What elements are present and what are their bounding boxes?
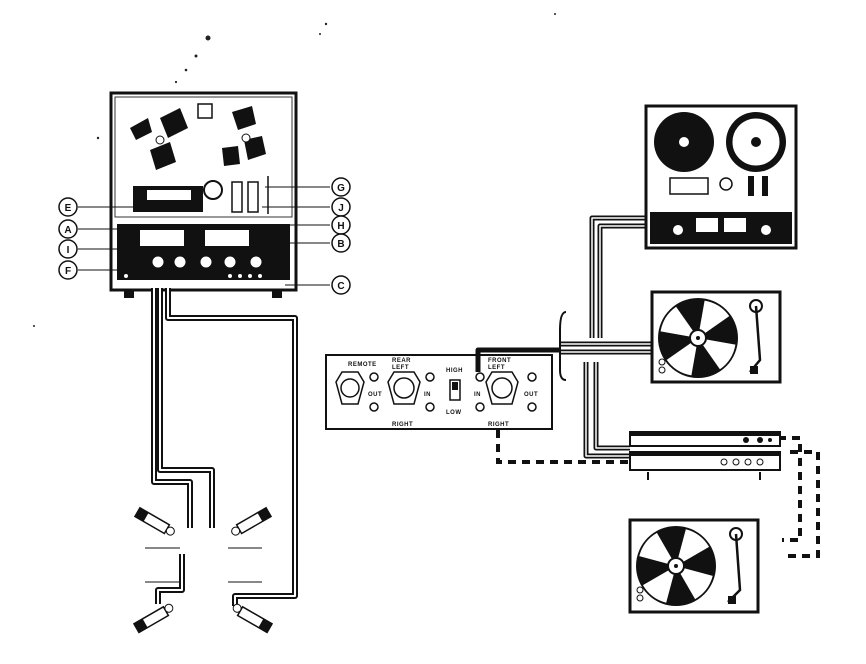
microphone-bottom-left <box>132 581 180 634</box>
tape-deck-left <box>109 91 298 298</box>
svg-text:OUT: OUT <box>524 392 538 398</box>
turntable-lower <box>628 518 760 614</box>
svg-text:F: F <box>65 266 71 277</box>
bracket <box>559 311 567 381</box>
svg-text:REAR: REAR <box>392 358 411 364</box>
tape-deck-right <box>644 104 798 250</box>
svg-text:LEFT: LEFT <box>392 365 409 371</box>
amplifier-upper <box>629 431 781 447</box>
callout-leaders <box>78 186 330 286</box>
microphone-top-left <box>133 506 180 549</box>
svg-text:LOW: LOW <box>446 410 462 416</box>
svg-text:FRONT: FRONT <box>488 358 511 364</box>
svg-text:HIGH: HIGH <box>446 368 463 374</box>
rca-jacks <box>369 372 537 412</box>
callout-F: F <box>58 260 78 280</box>
left-reel <box>130 108 188 170</box>
svg-text:I: I <box>67 245 70 256</box>
dashed-cables <box>496 430 820 558</box>
switch-box: REMOTE REAR LEFT RIGHT FRONT LEFT RIGHT … <box>325 354 553 430</box>
svg-text:G: G <box>337 183 345 194</box>
callout-A: A <box>58 219 78 239</box>
svg-text:B: B <box>337 239 344 250</box>
deck-knobs <box>151 255 263 269</box>
svg-text:RIGHT: RIGHT <box>488 422 509 428</box>
svg-text:H: H <box>337 221 344 232</box>
microphone-top-right <box>228 506 273 549</box>
svg-text:OUT: OUT <box>368 392 382 398</box>
front-socket <box>485 371 519 405</box>
svg-text:C: C <box>337 281 344 292</box>
callout-J: J <box>331 197 351 217</box>
right-reel <box>222 106 266 166</box>
amplifier-lower <box>629 451 781 480</box>
turntable-upper <box>650 290 782 384</box>
callout-C: C <box>331 275 351 295</box>
callout-G: G <box>331 177 351 197</box>
rear-socket <box>387 371 421 405</box>
stray-marks <box>33 13 556 327</box>
svg-text:LEFT: LEFT <box>488 365 505 371</box>
remote-socket <box>335 371 365 405</box>
callout-B: B <box>331 233 351 253</box>
svg-text:IN: IN <box>424 392 431 398</box>
svg-text:E: E <box>65 203 72 214</box>
svg-text:IN: IN <box>474 392 481 398</box>
microphone-bottom-right <box>228 581 274 634</box>
svg-text:A: A <box>64 225 71 236</box>
callout-H: H <box>331 215 351 235</box>
svg-text:RIGHT: RIGHT <box>392 422 413 428</box>
callout-E: E <box>58 197 78 217</box>
mic-cables <box>151 288 298 606</box>
callout-I: I <box>58 239 78 259</box>
svg-text:REMOTE: REMOTE <box>348 362 377 368</box>
svg-text:J: J <box>338 203 344 214</box>
high-low-switch <box>449 379 461 401</box>
